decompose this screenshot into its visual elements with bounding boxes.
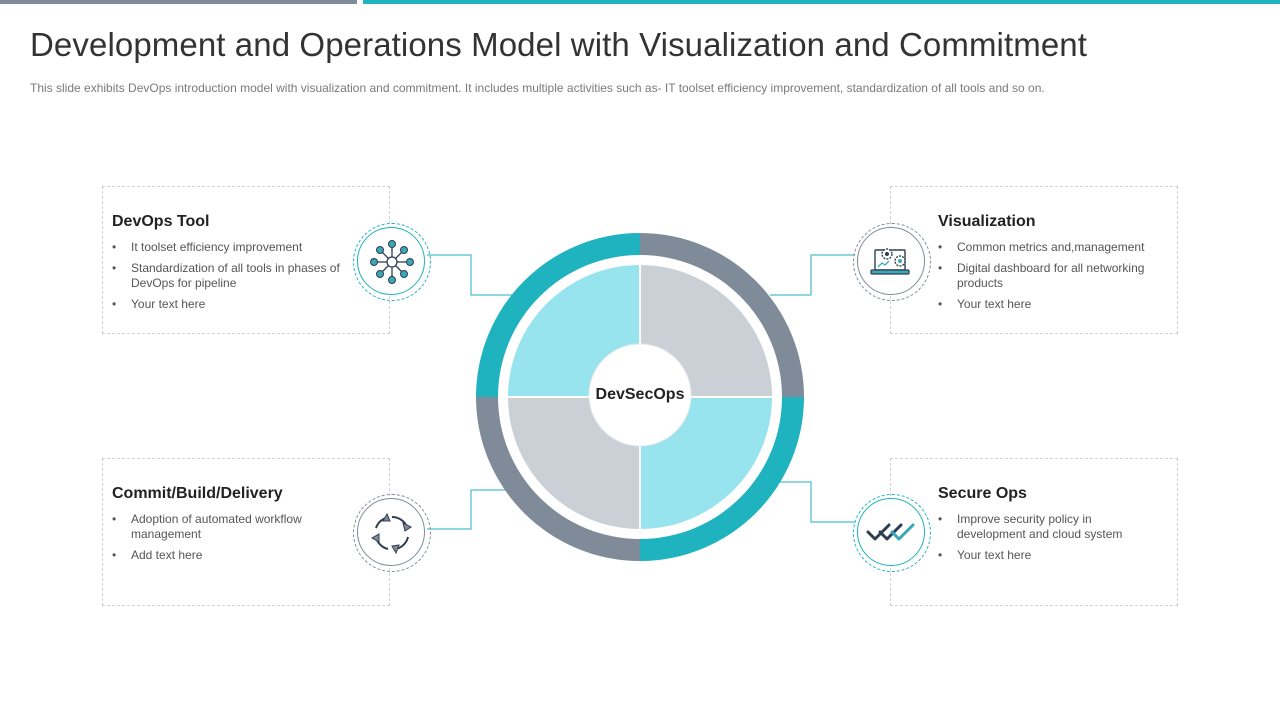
bullet-list: Adoption of automated workflow managemen… <box>112 512 352 569</box>
network-hub-icon <box>353 223 431 301</box>
outer-ring-bottom-right <box>640 397 804 561</box>
outer-ring-top-left <box>476 233 640 397</box>
bullet-list: Common metrics and,management Digital da… <box>938 240 1163 318</box>
list-item: Your text here <box>938 548 1163 563</box>
outer-ring-top-right <box>640 233 804 397</box>
page-title: Development and Operations Model with Vi… <box>30 26 1088 63</box>
connector-devops-tool <box>427 254 513 296</box>
card-secure-ops: Secure Ops Improve security policy in de… <box>890 458 1178 606</box>
list-item: Common metrics and,management <box>938 240 1163 255</box>
top-accent-bar-gray <box>0 0 357 4</box>
bullet-list: Improve security policy in development a… <box>938 512 1163 569</box>
bullet-list: It toolset efficiency improvement Standa… <box>112 240 352 318</box>
list-item: Add text here <box>112 548 352 563</box>
card-devops-tool: DevOps Tool It toolset efficiency improv… <box>102 186 390 334</box>
list-item: Adoption of automated workflow managemen… <box>112 512 352 542</box>
connector-secure-ops <box>776 481 855 523</box>
list-item: Your text here <box>112 297 352 312</box>
connector-commit-build <box>427 489 507 530</box>
card-heading: Commit/Build/Delivery <box>112 485 283 502</box>
connector-visualization <box>770 254 855 296</box>
list-item: Your text here <box>938 297 1163 312</box>
cycle-arrows-icon <box>353 494 431 572</box>
top-accent-bar-teal <box>363 0 1280 4</box>
list-item: Improve security policy in development a… <box>938 512 1163 542</box>
laptop-gears-icon <box>853 223 931 301</box>
list-item: It toolset efficiency improvement <box>112 240 352 255</box>
card-heading: Visualization <box>938 213 1036 230</box>
card-heading: DevOps Tool <box>112 213 210 230</box>
card-commit-build-delivery: Commit/Build/Delivery Adoption of automa… <box>102 458 390 606</box>
list-item: Standardization of all tools in phases o… <box>112 261 352 291</box>
card-heading: Secure Ops <box>938 485 1027 502</box>
double-check-icon <box>853 494 931 572</box>
center-label: DevSecOps <box>595 386 685 403</box>
center-hub <box>588 343 692 447</box>
outer-ring-bottom-left <box>476 397 640 561</box>
list-item: Digital dashboard for all networking pro… <box>938 261 1163 291</box>
page-subtitle: This slide exhibits DevOps introduction … <box>30 81 1045 95</box>
card-visualization: Visualization Common metrics and,managem… <box>890 186 1178 334</box>
